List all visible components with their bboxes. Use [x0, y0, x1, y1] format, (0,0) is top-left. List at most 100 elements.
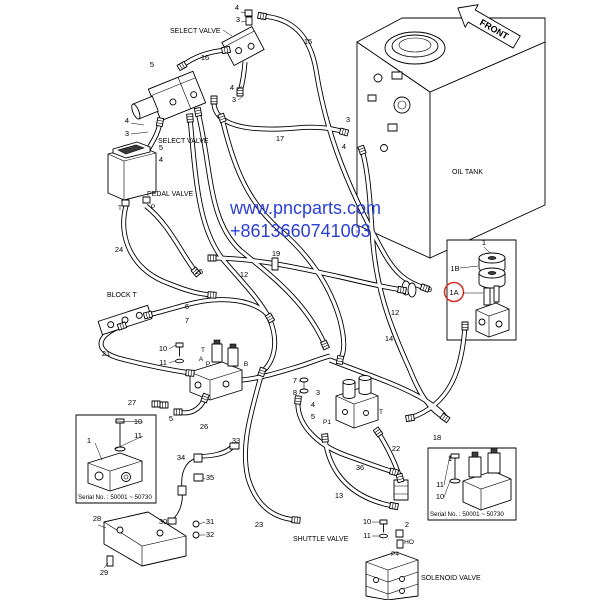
- callout: 8: [293, 388, 297, 397]
- callout: 35: [206, 473, 214, 482]
- callout: 10: [159, 344, 167, 353]
- port-label: T: [201, 347, 205, 354]
- callout: 10: [134, 417, 142, 426]
- port-label: HO: [404, 539, 414, 546]
- callout: 1B: [450, 264, 459, 273]
- detail-box-left: [75, 414, 157, 504]
- callout: 16: [201, 53, 209, 62]
- valve-block-left: [87, 452, 143, 492]
- callout: 23: [255, 520, 263, 529]
- callout: 5: [169, 414, 173, 423]
- callout: 19: [272, 249, 280, 258]
- callout: 10: [363, 517, 371, 526]
- callout: 4: [230, 83, 234, 92]
- pedal-valve-label: PEDAL VALVE: [147, 191, 194, 198]
- callout: 29: [100, 568, 108, 577]
- clamp-19: [271, 257, 279, 271]
- callout: 6: [185, 302, 189, 311]
- callout: 11: [436, 480, 444, 489]
- callout: 3: [316, 388, 320, 397]
- connector-35: [193, 473, 204, 482]
- serial-right-label: Serial No. : 50001 ~ 50730: [430, 511, 504, 518]
- tank-ports: [367, 71, 411, 152]
- callout: 1A: [449, 288, 458, 297]
- select-valve-mid-label: SELECT VALVE: [158, 138, 209, 145]
- cartridge-1a: [483, 285, 500, 306]
- callout: 4: [311, 400, 315, 409]
- callout: 13: [335, 491, 343, 500]
- callout: 30: [159, 517, 167, 526]
- wire-harness-33: [167, 442, 240, 525]
- callout: 36: [356, 463, 364, 472]
- callout-numbers: 4 3 15 16 5 4 3 4 3 17 3 4 5 4 24 25 19 …: [87, 3, 486, 577]
- leader-lines: [94, 11, 491, 569]
- shuttle-valve: [393, 479, 409, 501]
- pedal-valve: [107, 141, 157, 207]
- detail-box-solenoid-cartridge: [443, 239, 517, 341]
- callout: 10: [436, 492, 444, 501]
- callout: 7: [293, 376, 297, 385]
- callout: 12: [240, 270, 248, 279]
- callout: 22: [392, 444, 400, 453]
- washer-32: [192, 531, 200, 539]
- callout: 28: [93, 514, 101, 523]
- port-labels: T P T A P B P1 T HO P4: [118, 204, 414, 558]
- callout: 15: [304, 37, 312, 46]
- callout: 17: [276, 134, 284, 143]
- callout: 11: [363, 531, 371, 540]
- main-control-valve: [175, 339, 243, 401]
- callout: 5: [311, 412, 315, 421]
- callout: 3: [125, 129, 129, 138]
- select-valve-top: [221, 9, 265, 66]
- callout: 1: [448, 454, 452, 463]
- port-label: P: [206, 361, 210, 368]
- callout: 18: [433, 433, 441, 442]
- callout: 3: [236, 15, 240, 24]
- callout: 2: [405, 520, 409, 529]
- callout: 26: [200, 422, 208, 431]
- block-t: [97, 304, 153, 336]
- callout: 31: [206, 517, 214, 526]
- callout: 12: [391, 308, 399, 317]
- port-label: B: [244, 361, 248, 368]
- coil-1b-lower: [478, 267, 506, 289]
- callout: 3: [346, 115, 350, 124]
- callout: 7: [185, 316, 189, 325]
- bolt-10-11-bottom: [379, 519, 388, 539]
- callout: 5: [159, 143, 163, 152]
- center-valve-p1: [299, 375, 379, 429]
- callout: 1: [87, 436, 91, 445]
- callout: 4: [342, 142, 346, 151]
- callout: 27: [128, 398, 136, 407]
- callout: 14: [385, 334, 393, 343]
- oil-tank: [356, 17, 546, 259]
- port-label: P4: [391, 551, 399, 558]
- callout: 4: [235, 3, 239, 12]
- port-label: P: [151, 204, 155, 211]
- solenoid-block-right: [462, 447, 512, 511]
- port-label: T: [118, 205, 122, 212]
- callout: 1: [482, 238, 486, 247]
- port-label: P1: [323, 419, 331, 426]
- port-label: A: [199, 356, 204, 363]
- callout: 21: [102, 349, 110, 358]
- highlight-circle-1a: [443, 281, 465, 303]
- callout: 11: [134, 431, 142, 440]
- bracket-28: [103, 511, 200, 567]
- callout: 25: [195, 267, 203, 276]
- detail-box-right: [427, 447, 517, 521]
- select-valve-top-label: SELECT VALVE: [170, 28, 221, 35]
- callout: 32: [206, 530, 214, 539]
- callout: 3: [232, 95, 236, 104]
- callout: 9: [428, 285, 432, 294]
- washer-stack-7-8: [299, 377, 309, 394]
- select-valve-mid: [131, 70, 207, 122]
- solenoid-valve-label: SOLENOID VALVE: [421, 575, 481, 582]
- callout: 33: [232, 436, 240, 445]
- oil-tank-label: OIL TANK: [452, 169, 483, 176]
- serial-left-label: Serial No. : 50001 ~ 50730: [78, 494, 152, 501]
- nut-31: [192, 520, 200, 528]
- filler-cap: [384, 31, 446, 65]
- watermark-site: www.pncparts.com: [229, 198, 381, 218]
- callout: 34: [177, 453, 185, 462]
